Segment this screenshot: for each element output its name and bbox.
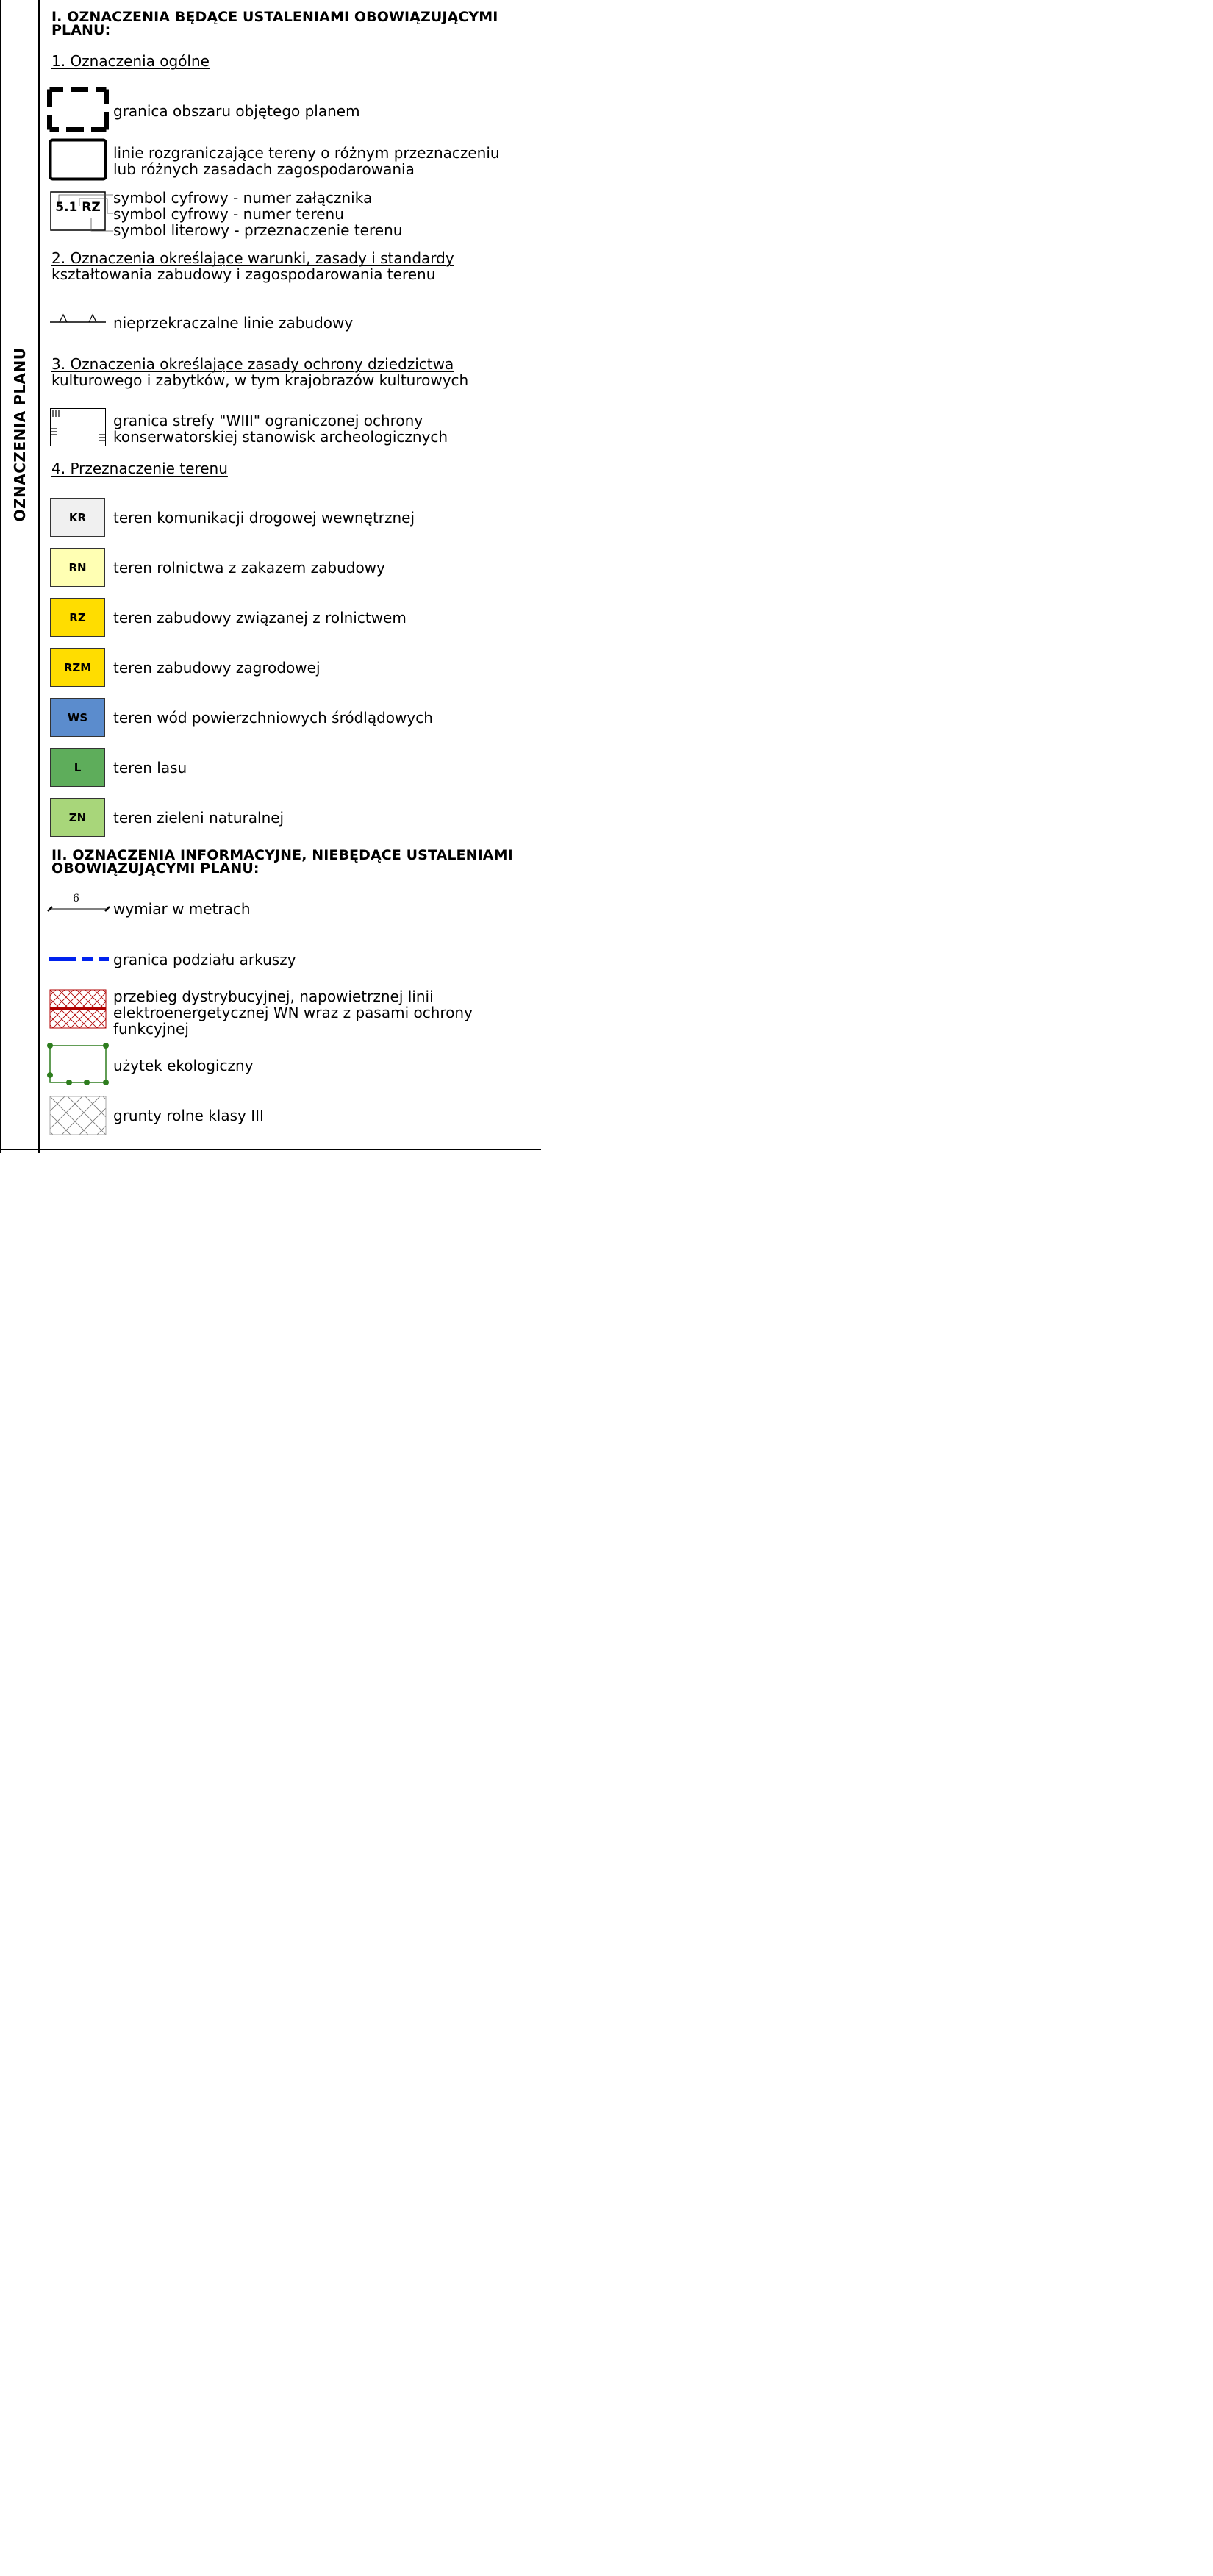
demarcation-lines-label-line-1: linie rozgraniczające tereny o różnym pr… — [113, 144, 500, 162]
section-2-heading-line-2: OBOWIĄZUJĄCYMI PLANU: — [51, 860, 260, 877]
ecological-area-symbol — [47, 1043, 109, 1085]
section-1-heading-line-1: I. OZNACZENIA BĘDĄCE USTALENIAMI OBOWIĄZ… — [51, 9, 498, 25]
section-1-heading-line-2: PLANU: — [51, 22, 111, 38]
ecological-area-label: użytek ekologiczny — [113, 1057, 254, 1074]
subheading-development-rules: 2. Oznaczenia określające warunki, zasad… — [51, 250, 454, 282]
symbol-label-attachment: symbol cyfrowy - numer załącznika — [113, 189, 373, 207]
zone-label-zn: teren zieleni naturalnej — [113, 809, 285, 827]
symbol-explanation-diagram — [50, 191, 113, 232]
plan-boundary-symbol — [47, 87, 109, 132]
zone-code: L — [74, 760, 82, 774]
dimension-value: 6 — [73, 893, 79, 905]
section-1-heading: I. OZNACZENIA BĘDĄCE USTALENIAMI OBOWIĄZ… — [51, 9, 498, 38]
wiii-zone-label-line-1: granica strefy "WIII" ograniczonej ochro… — [113, 412, 423, 429]
wiii-zone-symbol — [50, 408, 106, 446]
subheading-development-rules-line-1: 2. Oznaczenia określające warunki, zasad… — [51, 249, 454, 267]
zone-code: RZM — [63, 660, 92, 674]
section-2-heading: II. OZNACZENIA INFORMACYJNE, NIEBĘDĄCE U… — [51, 847, 513, 877]
symbol-example-text: 5.1 RZ — [55, 200, 101, 215]
zone-label-rz: teren zabudowy związanej z rolnictwem — [113, 609, 407, 627]
plan-boundary-label: granica obszaru objętego planem — [113, 102, 360, 120]
subheading-heritage-line-2: kulturowego i zabytków, w tym krajobrazó… — [51, 371, 469, 389]
subheading-heritage: 3. Oznaczenia określające zasady ochrony… — [51, 356, 468, 388]
wiii-zone-label: granica strefy "WIII" ograniczonej ochro… — [113, 413, 448, 445]
zone-code: WS — [67, 710, 88, 724]
subheading-development-rules-line-2: kształtowania zabudowy i zagospodarowani… — [51, 265, 436, 283]
sheet-boundary-symbol — [49, 957, 109, 961]
zone-swatch-rzm: RZM — [50, 648, 105, 687]
zone-code: ZN — [68, 810, 87, 824]
building-line-label: nieprzekraczalne linie zabudowy — [113, 314, 354, 332]
zone-swatch-zn: ZN — [50, 798, 105, 837]
building-line-symbol — [50, 313, 106, 323]
zone-swatch-kr: KR — [50, 498, 105, 537]
sheet-boundary-label: granica podziału arkuszy — [113, 951, 296, 968]
zone-swatch-rz: RZ — [50, 598, 105, 637]
symbol-explanation-labels: symbol cyfrowy - numer załącznika symbol… — [113, 190, 402, 238]
frame-left-border — [0, 0, 1, 1153]
subheading-general: 1. Oznaczenia ogólne — [51, 52, 210, 70]
demarcation-lines-label-line-2: lub różnych zasadach zagospodarowania — [113, 160, 415, 178]
zone-label-rn: teren rolnictwa z zakazem zabudowy — [113, 559, 385, 577]
side-title: OZNACZENIA PLANU — [11, 347, 29, 522]
section-2-heading-line-1: II. OZNACZENIA INFORMACYJNE, NIEBĘDĄCE U… — [51, 847, 513, 863]
symbol-label-purpose: symbol literowy - przeznaczenie terenu — [113, 221, 403, 239]
frame-column-divider — [38, 0, 40, 1153]
zone-label-ws: teren wód powierzchniowych śródlądowych — [113, 709, 433, 727]
zone-code: RN — [68, 560, 87, 574]
frame-bottom-border — [0, 1149, 541, 1150]
soil-class-label: grunty rolne klasy III — [113, 1107, 264, 1124]
zone-label-kr: teren komunikacji drogowej wewnętrznej — [113, 509, 415, 527]
power-line-label: przebieg dystrybucyjnej, napowietrznej l… — [113, 988, 473, 1037]
subheading-heritage-line-1: 3. Oznaczenia określające zasady ochrony… — [51, 355, 454, 373]
power-line-label-line-2: elektroenergetycznej WN wraz z pasami oc… — [113, 1004, 473, 1021]
zone-swatch-rn: RN — [50, 548, 105, 587]
subheading-land-use: 4. Przeznaczenie terenu — [51, 460, 228, 477]
demarcation-lines-symbol — [49, 138, 107, 181]
zone-label-l: teren lasu — [113, 759, 187, 777]
demarcation-lines-label: linie rozgraniczające tereny o różnym pr… — [113, 145, 500, 177]
dimension-symbol — [47, 906, 110, 912]
zone-code: RZ — [69, 610, 86, 624]
dimension-label: wymiar w metrach — [113, 900, 251, 918]
soil-class-symbol — [49, 1096, 107, 1135]
power-line-symbol — [49, 989, 107, 1029]
wiii-zone-label-line-2: konserwatorskiej stanowisk archeologiczn… — [113, 428, 448, 446]
symbol-label-area-number: symbol cyfrowy - numer terenu — [113, 205, 344, 223]
zone-label-rzm: teren zabudowy zagrodowej — [113, 659, 321, 677]
zone-swatch-l: L — [50, 748, 105, 787]
zone-swatch-ws: WS — [50, 698, 105, 737]
power-line-label-line-3: funkcyjnej — [113, 1020, 189, 1038]
zone-code: KR — [68, 510, 87, 524]
power-line-label-line-1: przebieg dystrybucyjnej, napowietrznej l… — [113, 988, 434, 1005]
